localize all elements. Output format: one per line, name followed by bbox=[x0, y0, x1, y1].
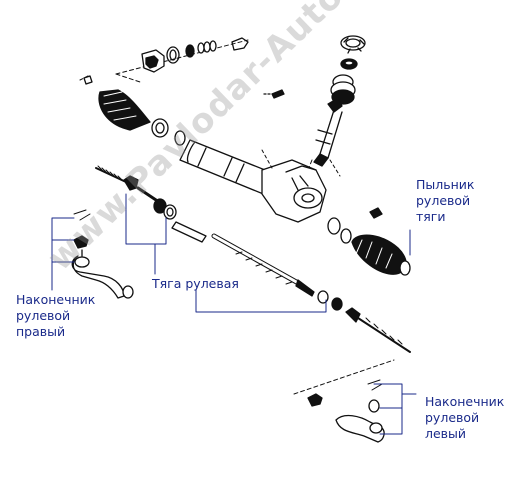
label-right-line-1: Наконечник bbox=[16, 292, 96, 307]
label-right-line-3: правый bbox=[16, 324, 66, 339]
tie-rod-end-left bbox=[293, 359, 395, 443]
pinion-assembly bbox=[299, 35, 366, 191]
steering-rod-boot bbox=[351, 229, 411, 276]
label-boot-line-1: Пыльник bbox=[416, 177, 475, 192]
mounting-bolt-right bbox=[369, 207, 383, 219]
tie-rod-left bbox=[95, 165, 177, 220]
callout-lines bbox=[51, 193, 417, 435]
label-left-line-2: рулевой bbox=[425, 410, 480, 425]
rack-bar bbox=[171, 221, 343, 311]
label-right-line-2: рулевой bbox=[16, 308, 71, 323]
label-tie-rod-end-right: Наконечник рулевой правый bbox=[16, 292, 95, 340]
label-tie-rod: Тяга рулевая bbox=[152, 276, 239, 291]
label-left-line-1: Наконечник bbox=[425, 394, 505, 409]
tie-rod-right bbox=[345, 307, 411, 353]
rack-housing bbox=[79, 75, 352, 244]
label-boot-line-3: тяги bbox=[416, 209, 446, 224]
tie-rod-end-right bbox=[71, 209, 134, 299]
label-tie-rod-end-left: Наконечник рулевой левый bbox=[425, 394, 504, 442]
label-boot: Пыльник рулевой тяги bbox=[416, 177, 474, 225]
label-left-line-3: левый bbox=[425, 426, 467, 441]
top-dashed-guide bbox=[115, 39, 249, 83]
label-boot-line-2: рулевой bbox=[416, 193, 471, 208]
pinion-bearing-group bbox=[141, 37, 249, 73]
mounting-bolt-top bbox=[263, 89, 285, 99]
